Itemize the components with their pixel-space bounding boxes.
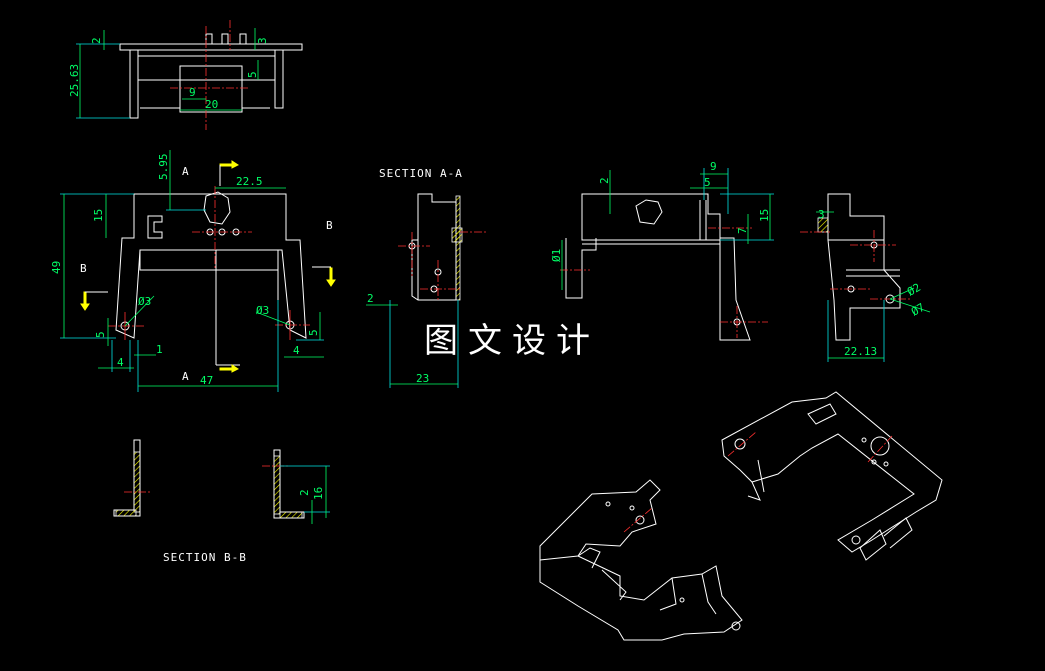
dim-front-47: 47 [200, 374, 213, 387]
dim-side-15: 15 [758, 209, 771, 222]
dim-top-2: 2 [90, 37, 103, 44]
front-view: A A B B 49 15 5.95 22.5 Ø3 Ø3 5 4 1 5 4 [50, 150, 336, 392]
top-view: 25.63 2 9 20 3 5 [68, 20, 303, 130]
dim-front-1: 1 [156, 343, 163, 356]
dim-front-4-left: 4 [117, 356, 124, 369]
dim-front-15: 15 [92, 209, 105, 222]
dim-side-2: 2 [598, 177, 611, 184]
dim-bb-2: 2 [298, 489, 311, 496]
dim-front-49: 49 [50, 261, 63, 274]
dim-front-4-right: 4 [293, 344, 300, 357]
cut-label-a-top: A [182, 165, 190, 178]
dim-front-5-right: 5 [307, 329, 320, 336]
dim-front-5-left: 5 [94, 331, 107, 338]
dim-top-25-63: 25.63 [68, 64, 81, 97]
watermark-text: 图文设计 [424, 321, 600, 361]
dim-right-phi2: Ø2 [905, 281, 923, 299]
side-view: 2 9 5 15 7 Ø1 [550, 160, 774, 341]
cut-label-b-right: B [326, 219, 334, 232]
dim-right-phi7: Ø7 [909, 301, 927, 319]
dim-front-phi3-left: Ø3 [138, 295, 151, 308]
section-bb-title: SECTION B-B [163, 551, 247, 564]
dim-right-22-13: 22.13 [844, 345, 877, 358]
cut-label-b-left: B [80, 262, 88, 275]
dim-top-3: 3 [256, 37, 269, 44]
right-view: 3 Ø2 Ø7 22.13 [800, 193, 931, 362]
dim-top-5: 5 [246, 71, 259, 78]
dim-side-9: 9 [710, 160, 717, 173]
dim-front-phi3-right: Ø3 [256, 304, 269, 317]
dim-aa-2: 2 [367, 292, 374, 305]
dim-top-9: 9 [189, 86, 196, 99]
dim-bb-16: 16 [312, 487, 325, 500]
dim-top-20: 20 [205, 98, 218, 111]
dim-right-3: 3 [818, 208, 825, 221]
isometric-view [539, 391, 943, 641]
dim-aa-23: 23 [416, 372, 429, 385]
cut-label-a-bottom: A [182, 370, 190, 383]
dim-side-7: 7 [736, 227, 749, 234]
dim-side-5: 5 [704, 176, 711, 189]
section-aa: SECTION A-A 2 23 [366, 167, 488, 388]
section-aa-title: SECTION A-A [379, 167, 463, 180]
section-bb: SECTION B-B 16 2 [113, 439, 330, 564]
dim-front-22-5: 22.5 [236, 175, 263, 188]
dim-front-5-95: 5.95 [157, 154, 170, 181]
dim-side-phi1: Ø1 [550, 249, 563, 262]
